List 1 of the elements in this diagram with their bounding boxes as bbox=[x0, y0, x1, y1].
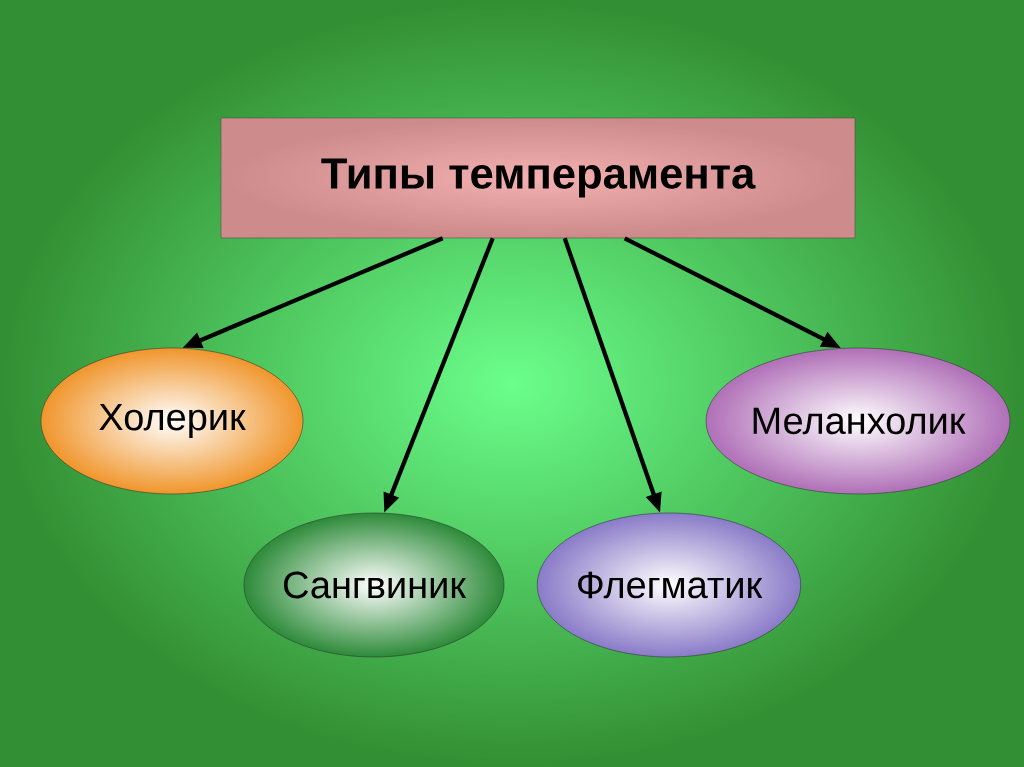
title-box: Типы темперамента bbox=[220, 117, 856, 239]
